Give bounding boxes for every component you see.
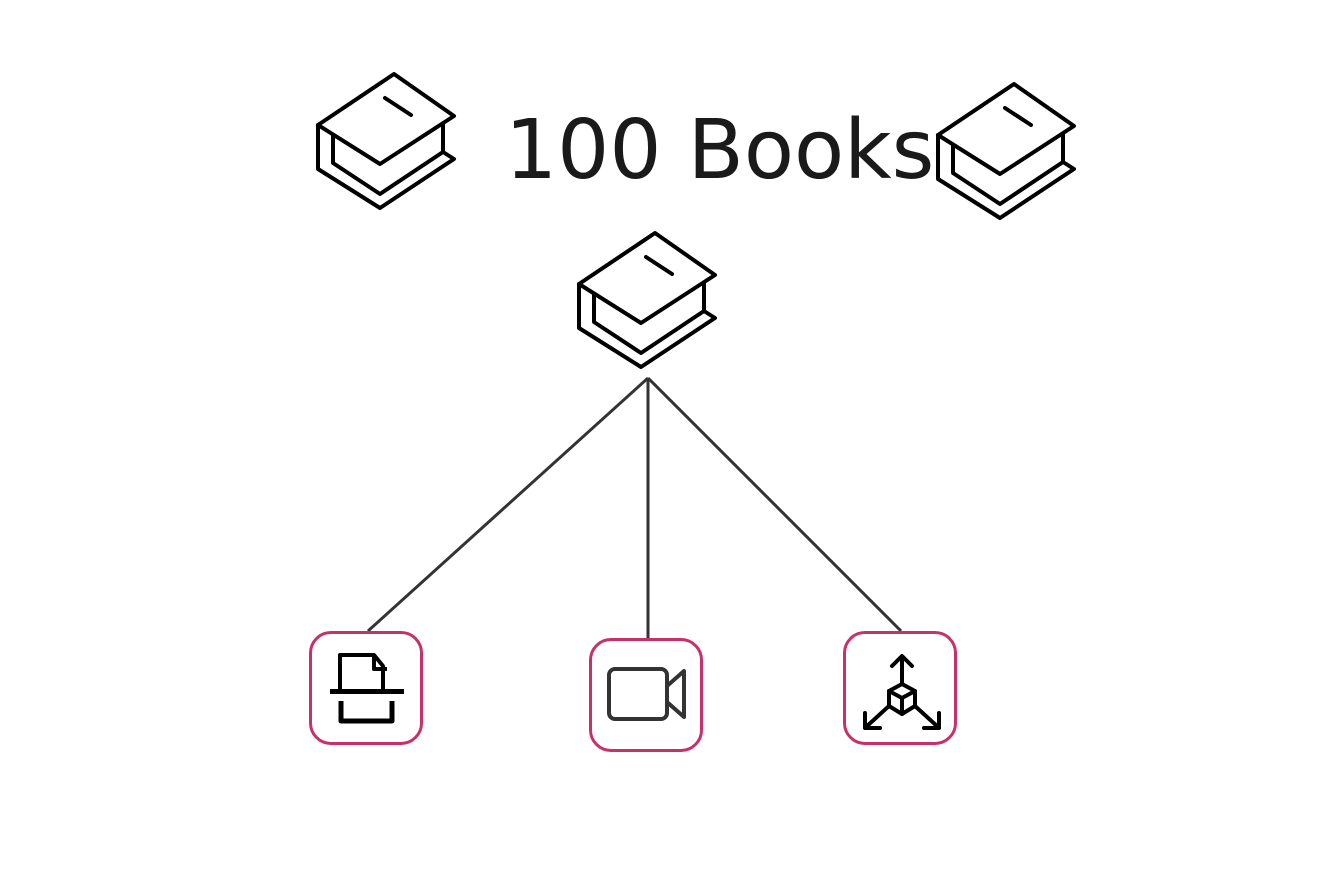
document-scan-icon (330, 653, 404, 724)
book-icon (936, 82, 1076, 220)
node-video (589, 638, 703, 752)
root-book-icon (577, 231, 717, 369)
node-3d (843, 631, 957, 745)
connector-to-3d (646, 376, 903, 633)
video-camera-icon (607, 667, 686, 721)
node-document (309, 631, 423, 745)
page-title: 100 Books (505, 103, 935, 198)
3d-cube-arrows-icon (863, 654, 941, 730)
book-icon (316, 72, 456, 210)
connector-to-document (366, 376, 650, 633)
